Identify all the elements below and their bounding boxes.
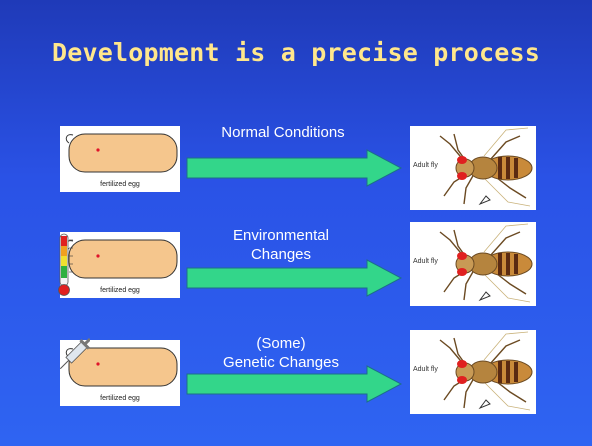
fly-label: Adult fly <box>413 366 438 373</box>
egg-panel: fertilized egg <box>60 126 180 192</box>
egg-label: fertilized egg <box>60 181 180 188</box>
syringe-icon <box>56 336 90 376</box>
fly-panel: Adult fly <box>410 126 536 210</box>
egg-label: fertilized egg <box>60 395 180 402</box>
condition-line: Environmental <box>186 226 376 245</box>
fly-panel: Adult fly <box>410 222 536 306</box>
fly-label: Adult fly <box>413 162 438 169</box>
condition-label: Environmental Changes <box>186 226 376 264</box>
arrow-icon <box>185 258 403 298</box>
condition-line: Genetic Changes <box>186 353 376 372</box>
fly-label: Adult fly <box>413 258 438 265</box>
condition-line: Changes <box>186 245 376 264</box>
egg-panel: fertilized egg <box>60 232 180 298</box>
row-environmental: fertilized egg Environmental Changes <box>0 232 592 312</box>
row-normal: fertilized egg Normal Conditions <box>0 126 592 206</box>
condition-line: (Some) <box>186 334 376 353</box>
egg-label: fertilized egg <box>60 287 180 294</box>
egg-panel: fertilized egg <box>60 340 180 406</box>
arrow-icon <box>185 148 403 188</box>
condition-label: (Some) Genetic Changes <box>186 334 376 372</box>
slide-title: Development is a precise process <box>0 38 592 67</box>
fly-panel: Adult fly <box>410 330 536 414</box>
row-genetic: fertilized egg (Some) Genetic Changes <box>0 340 592 420</box>
condition-label: Normal Conditions <box>188 123 378 142</box>
condition-line: Normal Conditions <box>188 123 378 142</box>
